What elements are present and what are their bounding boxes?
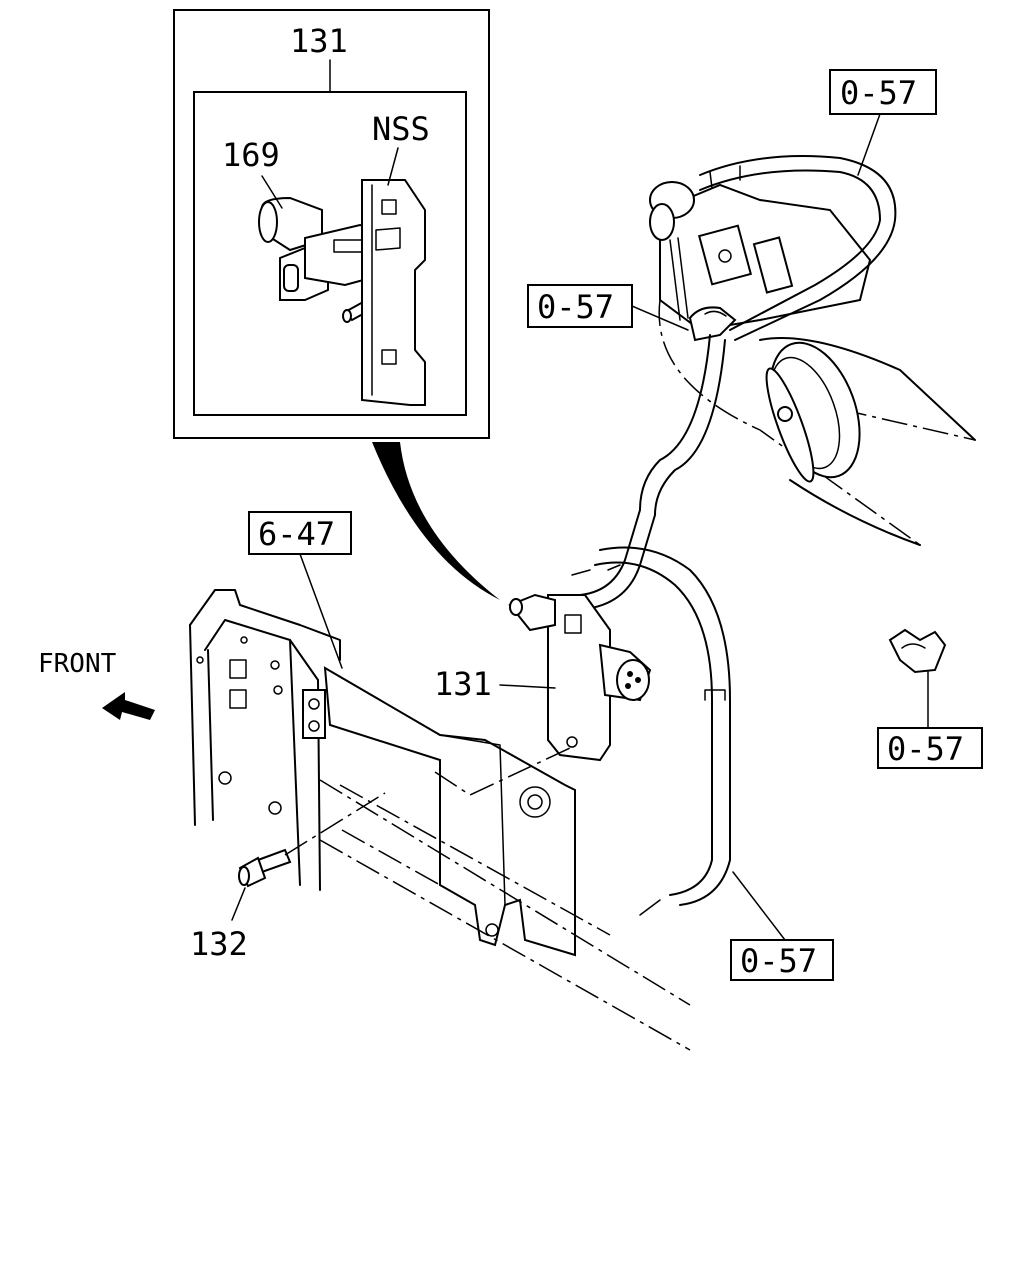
chassis-frame — [189, 589, 691, 1051]
inset-title-label: 131 — [290, 22, 348, 60]
mounting-bracket — [361, 179, 426, 406]
callout-132-label: 132 — [190, 925, 248, 963]
callout-131-label: 131 — [434, 665, 492, 703]
bolt — [238, 792, 386, 888]
detail-pointer — [372, 442, 500, 600]
callout-131: 131 — [434, 665, 556, 703]
label-169: 169 — [222, 136, 280, 174]
label-nss: NSS — [372, 110, 430, 148]
callout-647-label: 6-47 — [258, 515, 335, 553]
callout-057-right-label: 0-57 — [887, 730, 964, 768]
front-label: FRONT — [38, 649, 117, 679]
exhaust-pipe-assembly — [649, 155, 976, 546]
callout-057-clip: 0-57 — [527, 284, 689, 331]
callout-057-top-label: 0-57 — [840, 74, 917, 112]
callout-057-bottom: 0-57 — [730, 871, 834, 981]
callout-057-right: 0-57 — [877, 671, 983, 769]
callout-057-top: 0-57 — [829, 69, 937, 176]
loose-clip — [888, 628, 947, 674]
callout-132: 132 — [190, 887, 248, 963]
callout-057-clip-label: 0-57 — [537, 288, 614, 326]
installed-valve — [508, 593, 652, 762]
callout-057-bottom-label: 0-57 — [740, 942, 817, 980]
front-arrow-icon — [102, 692, 155, 720]
vacuum-hose — [559, 334, 731, 916]
callout-647: 6-47 — [248, 511, 352, 669]
front-direction-indicator: FRONT — [38, 649, 155, 720]
inset-detail: 131 169 NSS — [173, 9, 490, 439]
